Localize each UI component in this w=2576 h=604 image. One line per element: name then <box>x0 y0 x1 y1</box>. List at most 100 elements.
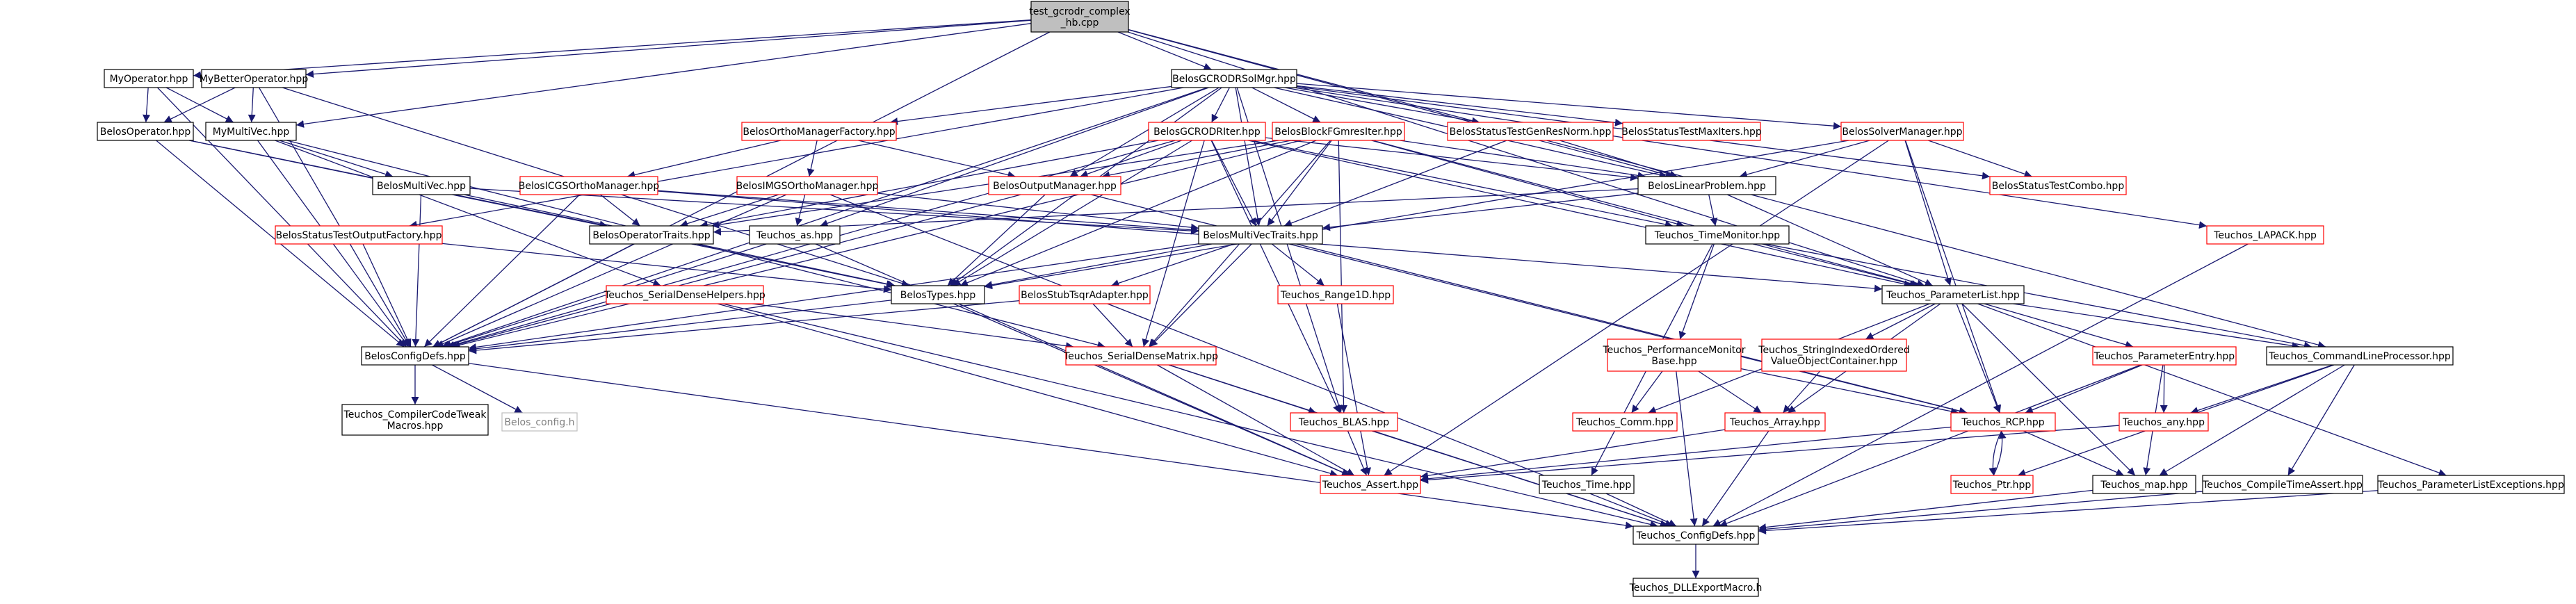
node-box-gcrodrsolmgr[interactable] <box>1171 69 1297 88</box>
node-comm[interactable]: Teuchos_Comm.hpp <box>1572 412 1678 432</box>
node-box-map[interactable] <box>2092 475 2196 494</box>
node-box-configdefs[interactable] <box>361 346 469 366</box>
node-box-outputmgr[interactable] <box>988 176 1121 195</box>
node-ptr[interactable]: Teuchos_Ptr.hpp <box>1950 475 2034 494</box>
node-box-mymultivec[interactable] <box>205 122 297 141</box>
node-box-root[interactable] <box>1030 1 1129 33</box>
node-time[interactable]: Teuchos_Time.hpp <box>1539 475 1635 494</box>
node-box-imgs[interactable] <box>736 176 878 195</box>
node-box-strindexed[interactable] <box>1761 338 1907 372</box>
node-box-stgenresnorm[interactable] <box>1447 122 1614 141</box>
node-tconfigdefs[interactable]: Teuchos_ConfigDefs.hpp <box>1633 525 1759 545</box>
node-myop[interactable]: MyOperator.hpp <box>104 69 194 88</box>
node-blas[interactable]: Teuchos_BLAS.hpp <box>1290 412 1398 432</box>
node-box-compilertweak[interactable] <box>341 404 489 436</box>
node-box-belostypes[interactable] <box>891 285 985 304</box>
node-belosconfigh[interactable]: Belos_config.h <box>501 412 578 432</box>
node-array[interactable]: Teuchos_Array.hpp <box>1724 412 1826 432</box>
node-stcombo[interactable]: BelosStatusTestCombo.hpp <box>1989 176 2127 195</box>
node-box-stubtsqr[interactable] <box>1019 285 1151 304</box>
node-box-stoutputfactory[interactable] <box>275 225 443 245</box>
node-blockfgmres[interactable]: BelosBlockFGmresIter.hpp <box>1272 122 1405 141</box>
node-gcrodrsolmgr[interactable]: BelosGCRODRSolMgr.hpp <box>1171 69 1297 88</box>
node-sdmatrix[interactable]: Teuchos_SerialDenseMatrix.hpp <box>1063 346 1218 366</box>
node-box-time[interactable] <box>1539 475 1635 494</box>
node-box-timemonitor[interactable] <box>1645 225 1790 245</box>
node-stgenresnorm[interactable]: BelosStatusTestGenResNorm.hpp <box>1447 122 1614 141</box>
node-box-blockfgmres[interactable] <box>1272 122 1405 141</box>
node-box-rcp[interactable] <box>1950 412 2056 432</box>
node-plexceptions[interactable]: Teuchos_ParameterListExceptions.hpp <box>2377 475 2565 494</box>
node-box-range1d[interactable] <box>1277 285 1394 304</box>
node-orthofactory[interactable]: BelosOrthoManagerFactory.hpp <box>741 122 897 141</box>
node-box-comm[interactable] <box>1572 412 1678 432</box>
node-linearproblem[interactable]: BelosLinearProblem.hpp <box>1637 176 1776 195</box>
node-box-assert[interactable] <box>1320 475 1421 494</box>
node-box-array[interactable] <box>1724 412 1826 432</box>
node-box-belosop[interactable] <box>97 122 194 141</box>
node-belosmultivec[interactable]: BelosMultiVec.hpp <box>372 176 471 195</box>
node-box-tconfigdefs[interactable] <box>1633 525 1759 545</box>
node-cmdline[interactable]: Teuchos_CommandLineProcessor.hpp <box>2266 346 2454 366</box>
node-lapack[interactable]: Teuchos_LAPACK.hpp <box>2206 225 2324 245</box>
node-box-linearproblem[interactable] <box>1637 176 1776 195</box>
node-dllexport[interactable]: Teuchos_DLLExportMacro.h <box>1629 578 1763 597</box>
node-paramlist[interactable]: Teuchos_ParameterList.hpp <box>1881 285 2025 304</box>
node-configdefs[interactable]: BelosConfigDefs.hpp <box>361 346 469 366</box>
node-outputmgr[interactable]: BelosOutputManager.hpp <box>988 176 1121 195</box>
node-box-stcombo[interactable] <box>1989 176 2127 195</box>
node-box-stmaxiters[interactable] <box>1622 122 1761 141</box>
node-box-mybop[interactable] <box>201 69 307 88</box>
node-optraits[interactable]: BelosOperatorTraits.hpp <box>589 225 714 245</box>
node-box-compiletime[interactable] <box>2202 475 2363 494</box>
node-box-perfmon[interactable] <box>1607 338 1742 372</box>
node-box-cmdline[interactable] <box>2266 346 2454 366</box>
node-stmaxiters[interactable]: BelosStatusTestMaxIters.hpp <box>1621 122 1762 141</box>
node-stubtsqr[interactable]: BelosStubTsqrAdapter.hpp <box>1019 285 1151 304</box>
node-timemonitor[interactable]: Teuchos_TimeMonitor.hpp <box>1645 225 1790 245</box>
node-rcp[interactable]: Teuchos_RCP.hpp <box>1950 412 2056 432</box>
node-solvermgr[interactable]: BelosSolverManager.hpp <box>1840 122 1964 141</box>
node-box-optraits[interactable] <box>589 225 714 245</box>
node-box-plexceptions[interactable] <box>2377 475 2565 494</box>
node-root[interactable]: test_gcrodr_complex_hb.cpp <box>1029 1 1131 33</box>
node-gcrodriter[interactable]: BelosGCRODRIter.hpp <box>1148 122 1266 141</box>
node-box-lapack[interactable] <box>2206 225 2324 245</box>
node-box-dllexport[interactable] <box>1633 578 1759 597</box>
node-box-sdmatrix[interactable] <box>1065 346 1217 366</box>
node-map[interactable]: Teuchos_map.hpp <box>2092 475 2196 494</box>
node-box-as[interactable] <box>749 225 841 245</box>
node-mybop[interactable]: MyBetterOperator.hpp <box>200 69 309 88</box>
node-assert[interactable]: Teuchos_Assert.hpp <box>1320 475 1421 494</box>
node-box-solvermgr[interactable] <box>1840 122 1964 141</box>
node-paramentry[interactable]: Teuchos_ParameterEntry.hpp <box>2092 346 2237 366</box>
node-box-orthofactory[interactable] <box>741 122 897 141</box>
node-box-ptr[interactable] <box>1950 475 2034 494</box>
node-box-any[interactable] <box>2119 412 2209 432</box>
node-imgs[interactable]: BelosIMGSOrthoManager.hpp <box>736 176 879 195</box>
node-box-blas[interactable] <box>1290 412 1398 432</box>
node-box-gcrodriter[interactable] <box>1148 122 1266 141</box>
node-stoutputfactory[interactable]: BelosStatusTestOutputFactory.hpp <box>275 225 443 245</box>
node-box-icgs[interactable] <box>519 176 658 195</box>
node-box-belosmultivec[interactable] <box>372 176 471 195</box>
node-belosop[interactable]: BelosOperator.hpp <box>97 122 194 141</box>
node-belostypes[interactable]: BelosTypes.hpp <box>891 285 985 304</box>
node-mymultivec[interactable]: MyMultiVec.hpp <box>205 122 297 141</box>
node-range1d[interactable]: Teuchos_Range1D.hpp <box>1277 285 1394 304</box>
node-box-belosconfigh[interactable] <box>501 412 578 432</box>
node-strindexed[interactable]: Teuchos_StringIndexedOrderedValueObjectC… <box>1758 338 1910 372</box>
node-box-sdhelpers[interactable] <box>606 285 764 304</box>
node-compiletime[interactable]: Teuchos_CompileTimeAssert.hpp <box>2202 475 2363 494</box>
node-box-paramlist[interactable] <box>1881 285 2025 304</box>
node-mvtraits[interactable]: BelosMultiVecTraits.hpp <box>1198 225 1323 245</box>
node-as[interactable]: Teuchos_as.hpp <box>749 225 841 245</box>
node-any[interactable]: Teuchos_any.hpp <box>2119 412 2209 432</box>
node-box-paramentry[interactable] <box>2092 346 2237 366</box>
node-sdhelpers[interactable]: Teuchos_SerialDenseHelpers.hpp <box>604 285 765 304</box>
node-box-mvtraits[interactable] <box>1198 225 1323 245</box>
node-icgs[interactable]: BelosICGSOrthoManager.hpp <box>519 176 660 195</box>
node-box-myop[interactable] <box>104 69 194 88</box>
